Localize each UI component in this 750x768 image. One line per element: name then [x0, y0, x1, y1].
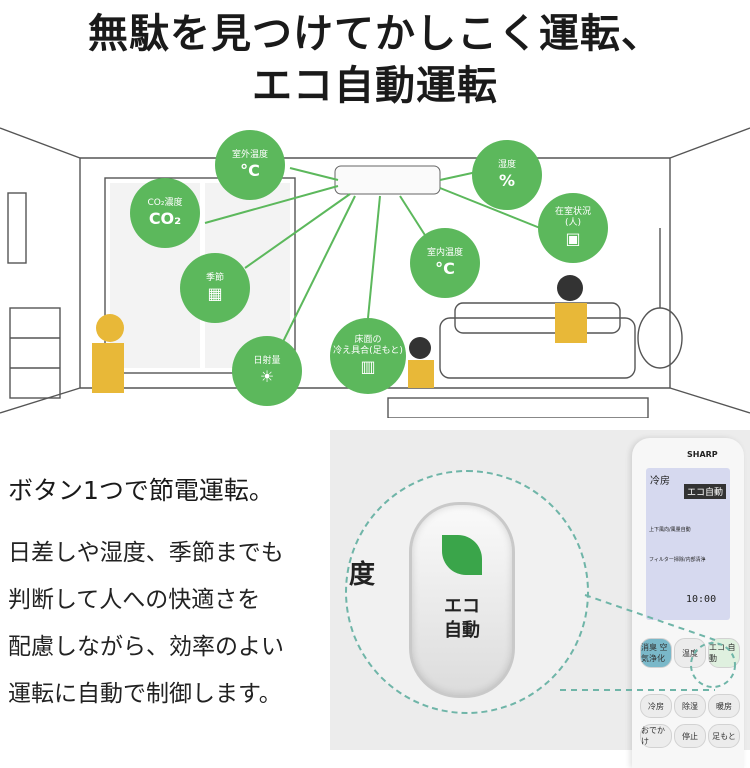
house-thermometer-icon: °C	[435, 258, 455, 278]
sun-cloud-icon: ☀	[259, 366, 275, 386]
lcd-mode: 冷房	[650, 476, 670, 487]
thermometer-sun-icon: °C	[240, 160, 260, 180]
zoomed-eco-button-view: 度 エコ 自動	[345, 470, 589, 714]
sensor-label: 室内温度	[426, 247, 463, 258]
cool-button[interactable]: 冷房	[640, 694, 672, 718]
headline-line2: エコ自動運転	[252, 63, 498, 109]
lcd-mode-badge: エコ自動	[684, 484, 727, 499]
eco-button-zoomed[interactable]: エコ 自動	[409, 502, 515, 698]
body-text: 日差しや湿度、季節までも 判断して人への快適さを 配慮しながら、効率のよい 運転…	[8, 530, 328, 718]
stop-button[interactable]: 停止	[674, 724, 706, 748]
sensor-co2: CO₂濃度 CO₂	[130, 178, 200, 248]
foot-button[interactable]: 足もと	[708, 724, 740, 748]
dehumidify-button[interactable]: 除湿	[674, 694, 706, 718]
headline: 無駄を見つけてかしこく運転、 エコ自動運転	[0, 8, 750, 112]
lead-text: ボタン1つで節電運転。	[8, 476, 274, 505]
sensor-solar: 日射量 ☀	[232, 336, 302, 406]
floor-icon: ▥	[360, 357, 376, 376]
temperature-button[interactable]: 温度	[674, 638, 706, 668]
co2-icon: CO₂	[148, 208, 182, 228]
away-button[interactable]: おでかけ	[640, 724, 672, 748]
sensor-humidity: 湿度 %	[472, 140, 542, 210]
leaf-icon	[442, 535, 482, 575]
person-icon: ▣	[565, 229, 581, 248]
sensor-label: 在室状況 (人)	[554, 207, 591, 228]
lcd-line2: フィルター掃除/内部清浄	[649, 557, 706, 563]
lcd-clock: 10:00	[686, 594, 717, 605]
remote-control: SHARP 冷房 エコ自動 上下風向/風量自動 フィルター掃除/内部清浄 10:…	[632, 438, 744, 768]
sensor-label: 季節	[205, 272, 224, 283]
body-line: 配慮しながら、効率のよい	[8, 634, 284, 660]
room-illustration: 室外温度 °C CO₂濃度 CO₂ 季節 ▦ 日射量 ☀ 床面の 冷え具合(足も…	[0, 118, 750, 418]
sensor-label: 湿度	[497, 159, 516, 170]
calendar-icon: ▦	[207, 283, 223, 303]
sensor-season: 季節 ▦	[180, 253, 250, 323]
eco-auto-button[interactable]: エコ 自動	[708, 638, 740, 668]
eco-button-label: エコ 自動	[444, 596, 480, 641]
sensor-outdoor-temp: 室外温度 °C	[215, 130, 285, 200]
heat-button[interactable]: 暖房	[708, 694, 740, 718]
sensor-occupancy: 在室状況 (人) ▣	[538, 193, 608, 263]
lcd-line1: 上下風向/風量自動	[649, 527, 691, 533]
headline-line1: 無駄を見つけてかしこく運転、	[88, 11, 662, 57]
sensor-label: CO₂濃度	[147, 197, 183, 208]
description-panel: ボタン1つで節電運転。 日差しや湿度、季節までも 判断して人への快適さを 配慮し…	[0, 430, 330, 750]
sensor-label: 日射量	[253, 355, 281, 366]
lcd-display: 冷房 エコ自動 上下風向/風量自動 フィルター掃除/内部清浄 10:00	[646, 468, 730, 620]
body-line: 判断して人への快適さを	[8, 587, 261, 613]
sensor-floor: 床面の 冷え具合(足もと) ▥	[330, 318, 406, 394]
sensor-label: 室外温度	[231, 149, 268, 160]
body-line: 日差しや湿度、季節までも	[8, 540, 284, 566]
zoomed-side-label: 度	[349, 560, 376, 590]
percent-icon: %	[498, 170, 516, 190]
sensor-indoor-temp: 室内温度 °C	[410, 228, 480, 298]
sensor-label: 床面の 冷え具合(足もと)	[333, 335, 403, 356]
deodorize-button[interactable]: 消臭 空気浄化	[640, 638, 672, 668]
body-line: 運転に自動で制御します。	[8, 681, 282, 707]
brand-logo: SHARP	[687, 450, 718, 459]
